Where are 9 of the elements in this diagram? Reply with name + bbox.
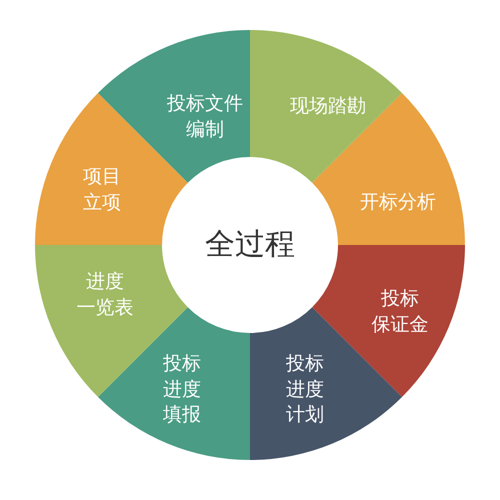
segment-label: 现场踏勘 [290,94,366,120]
segment-label: 投标进度填报 [163,352,201,428]
segment-label: 项目立项 [83,164,121,215]
segment-label: 投标进度计划 [286,352,324,428]
segment-label: 开标分析 [360,190,436,216]
center-label: 全过程 [205,230,295,260]
segment-label: 投标文件编制 [167,91,243,142]
segment-label: 进度一览表 [76,269,134,320]
segment-label: 投标保证金 [372,286,428,337]
